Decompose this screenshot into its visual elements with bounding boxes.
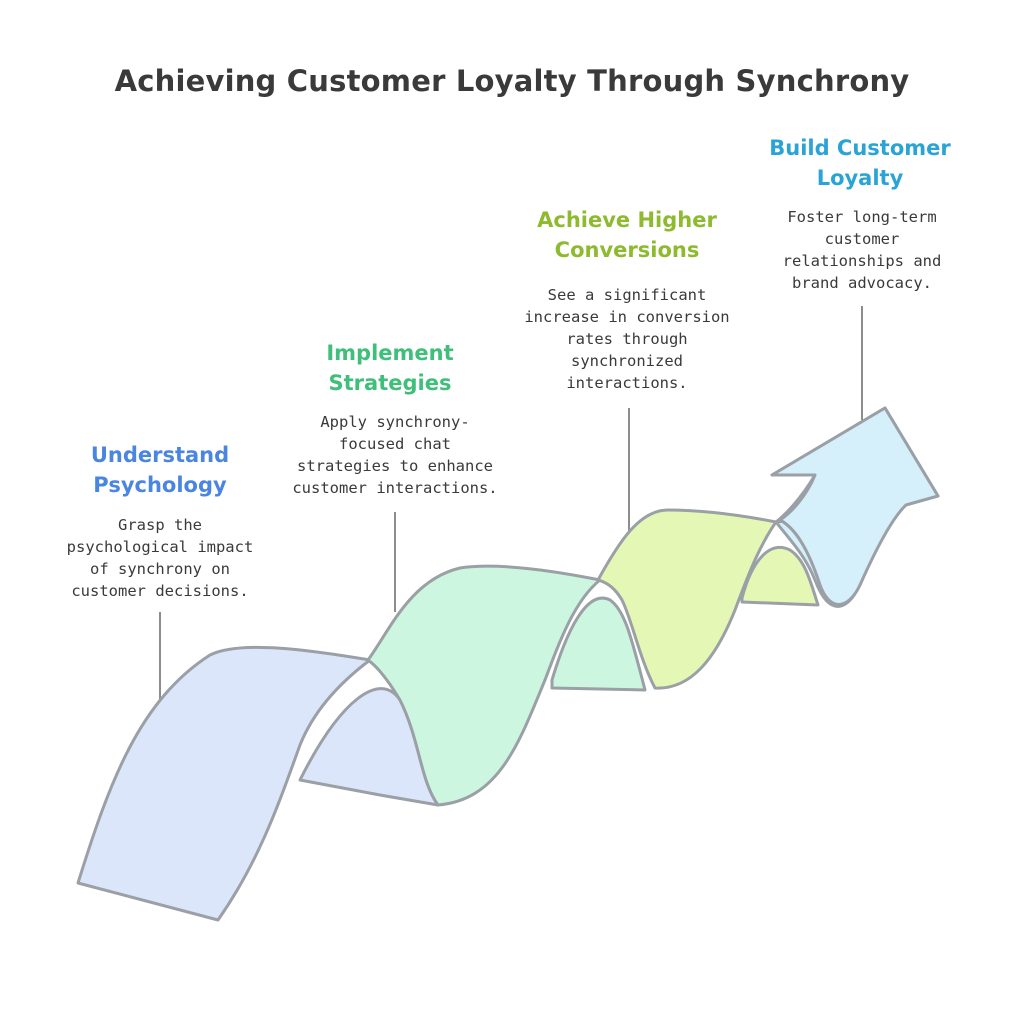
step-3-title-line: Achieve Higher: [537, 208, 717, 232]
step-4-title-line: Loyalty: [816, 166, 904, 190]
step-4-title: Build Customer Loyalty: [740, 133, 980, 193]
step-3-desc-line: rates through: [566, 330, 688, 348]
step-4-desc-line: relationships and: [782, 252, 942, 270]
step-1-desc-line: customer decisions.: [71, 582, 249, 600]
step-1-title-line: Psychology: [93, 473, 227, 497]
step-4-description: Foster long-term customer relationships …: [742, 206, 982, 294]
step-3-desc-line: interactions.: [566, 374, 688, 392]
step-1-title-line: Understand: [90, 443, 230, 467]
step-4-desc-line: Foster long-term: [787, 208, 937, 226]
step-1-title: Understand Psychology: [40, 440, 280, 500]
step-2-desc-line: focused chat: [339, 435, 451, 453]
ribbon-4-body: [770, 406, 940, 606]
step-3-title-line: Conversions: [554, 238, 700, 262]
step-1-desc-line: of synchrony on: [90, 560, 230, 578]
step-3-desc-line: synchronized: [571, 352, 683, 370]
step-4-title-line: Build Customer: [769, 136, 951, 160]
step-2-description: Apply synchrony- focused chat strategies…: [265, 411, 525, 499]
step-4-desc-line: customer: [824, 230, 900, 248]
step-1-desc-line: Grasp the: [118, 516, 202, 534]
ribbon-3-back: [740, 546, 820, 607]
step-2-title: Implement Strategies: [270, 338, 510, 398]
diagram-title: Achieving Customer Loyalty Through Synch…: [114, 64, 910, 98]
step-1-desc-line: psychological impact: [66, 538, 254, 556]
step-3-desc-line: increase in conversion: [524, 308, 730, 326]
step-2-desc-line: strategies to enhance: [297, 457, 493, 475]
ribbon-3: [596, 508, 778, 690]
step-4-desc-line: brand advocacy.: [792, 274, 932, 292]
step-1-description: Grasp the psychological impact of synchr…: [40, 514, 280, 602]
step-2-desc-line: Apply synchrony-: [320, 413, 470, 431]
step-2-title-line: Strategies: [328, 371, 452, 395]
step-3-desc-line: See a significant: [547, 286, 707, 304]
step-3-title: Achieve Higher Conversions: [497, 205, 757, 265]
ribbon-2: [366, 564, 602, 807]
step-2-desc-line: customer interactions.: [292, 479, 498, 497]
ribbon-2-back: [550, 596, 647, 692]
step-2-title-line: Implement: [326, 341, 454, 365]
ribbon-1: [76, 645, 372, 922]
step-3-description: See a significant increase in conversion…: [497, 284, 757, 394]
